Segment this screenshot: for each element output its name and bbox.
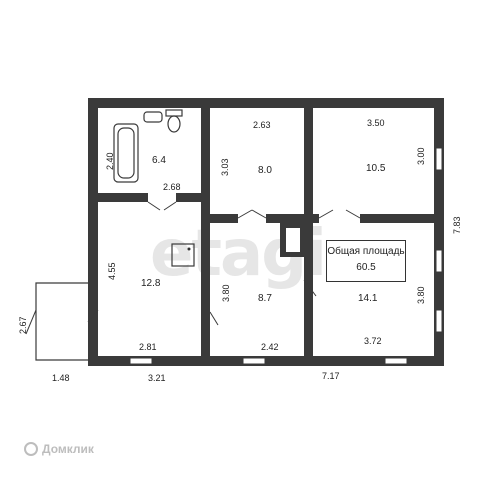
window-right-3 (435, 309, 443, 333)
wall-right-a (313, 214, 319, 223)
total-area-value: 60.5 (356, 262, 376, 273)
room-top-right-area: 10.5 (366, 163, 386, 174)
brand-icon (24, 442, 38, 456)
window-right-2 (435, 249, 443, 273)
wall-bath-bottom-b (176, 193, 201, 202)
wall-top (88, 98, 444, 108)
shower-drain (187, 247, 191, 251)
shower-tray-icon (171, 243, 195, 267)
wall-right (434, 98, 444, 366)
room-bottom-right-area: 14.1 (358, 293, 378, 304)
wall-bottom (88, 356, 444, 366)
dim-bottom-left-total: 3.21 (148, 373, 166, 383)
corridor-area: 8.7 (258, 293, 272, 304)
bathtub-icon (113, 123, 139, 183)
brand-name: Домклик (42, 442, 94, 456)
window-bottom-1 (129, 357, 153, 365)
door-top-mid (237, 209, 267, 219)
window-right-1 (435, 147, 443, 171)
total-area-box: Общая площадь 60.5 (326, 240, 406, 282)
dim-total-height: 7.83 (452, 216, 462, 234)
porch-outline (35, 282, 88, 361)
dim-corridor-width: 2.42 (261, 342, 279, 352)
wall-right-b (360, 214, 434, 223)
door-left-room (87, 309, 99, 323)
dim-bath-height: 2.40 (105, 152, 115, 170)
dim-br-width: 3.72 (364, 336, 382, 346)
wall-bath-bottom-a (98, 193, 148, 202)
wall-mid-b (266, 214, 304, 223)
door-bath (147, 201, 177, 211)
door-corridor (209, 311, 219, 326)
porch-door (25, 309, 37, 335)
window-bottom-3 (384, 357, 408, 365)
bathroom-area: 6.4 (152, 155, 166, 166)
dim-top-right-height: 3.00 (416, 147, 426, 165)
dim-bath-width: 2.68 (163, 182, 181, 192)
dim-left-room-height: 4.55 (107, 262, 117, 280)
dim-left-room-width: 2.81 (139, 342, 157, 352)
dim-top-right-width: 3.50 (367, 118, 385, 128)
wall-left (88, 98, 98, 366)
total-area-label: Общая площадь (327, 246, 405, 257)
bathtub-inner (117, 127, 135, 179)
dim-top-mid-width: 2.63 (253, 120, 271, 130)
sink-icon (143, 111, 163, 123)
closet-inner (286, 228, 300, 252)
window-bottom-2 (242, 357, 266, 365)
toilet-icon (167, 115, 181, 133)
dim-bottom-right-total: 7.17 (322, 371, 340, 381)
door-top-right (318, 209, 361, 219)
wall-inner-v2 (304, 108, 313, 356)
dim-porch-height: 2.67 (18, 316, 28, 334)
brand-logo: Домклик (24, 442, 94, 456)
dim-porch-width: 1.48 (52, 373, 70, 383)
dim-br-height: 3.80 (416, 286, 426, 304)
toilet-tank (165, 109, 183, 117)
room-left-area: 12.8 (141, 278, 161, 289)
door-bottom-right (303, 279, 317, 297)
wall-mid-a (210, 214, 238, 223)
wall-inner-v1 (201, 108, 210, 356)
dim-top-mid-height: 3.03 (220, 158, 230, 176)
room-top-mid-area: 8.0 (258, 165, 272, 176)
dim-corridor-height: 3.80 (221, 284, 231, 302)
